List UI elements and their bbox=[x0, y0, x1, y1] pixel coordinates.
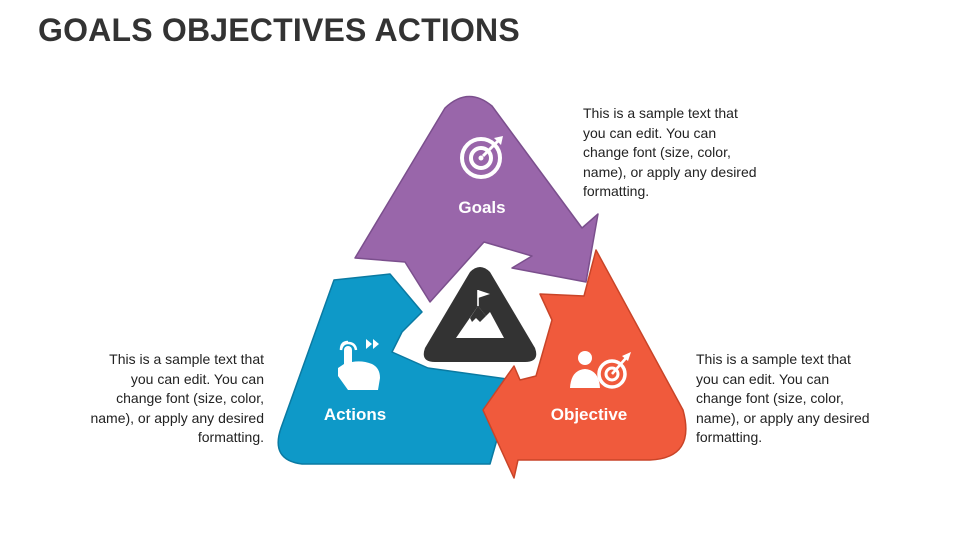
actions-description: This is a sample text that you can edit.… bbox=[90, 351, 264, 445]
tap-hand-icon bbox=[338, 339, 380, 390]
person-target-icon bbox=[570, 351, 631, 389]
mountain-flag-icon bbox=[456, 290, 504, 338]
goals-segment bbox=[354, 95, 599, 303]
objective-label: Objective bbox=[551, 405, 628, 424]
actions-label: Actions bbox=[324, 405, 386, 424]
target-icon bbox=[460, 136, 503, 179]
goals-label: Goals bbox=[458, 198, 505, 217]
actions-segment bbox=[277, 273, 515, 465]
page-title: GOALS OBJECTIVES ACTIONS bbox=[38, 12, 520, 48]
objective-description: This is a sample text that you can edit.… bbox=[696, 351, 870, 445]
goals-description: This is a sample text that you can edit.… bbox=[583, 105, 757, 199]
